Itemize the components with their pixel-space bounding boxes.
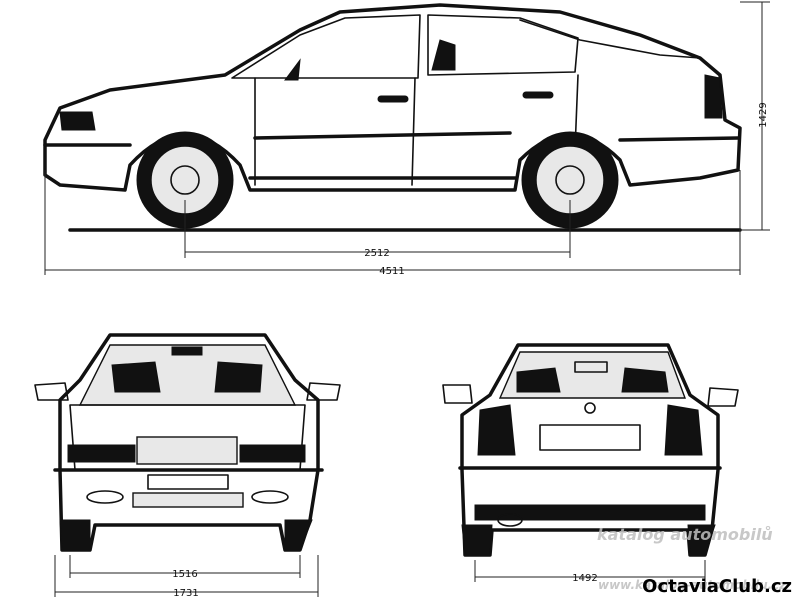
side-view	[43, 3, 742, 232]
front-view	[34, 333, 341, 552]
katalog-watermark: katalog automobilů	[597, 525, 773, 544]
front-track-label: 1516	[172, 569, 197, 580]
front-dimensions: 1516 1731	[54, 555, 319, 599]
height-label: 1429	[758, 102, 769, 127]
rear-view	[442, 343, 739, 557]
url-watermark: www.katalog-automobilu.cz	[598, 578, 787, 592]
front-wheel	[136, 131, 234, 229]
rear-wheel	[521, 131, 619, 229]
rear-dimensions: 1492	[474, 560, 706, 584]
wheelbase-label: 2512	[364, 248, 389, 259]
width-label: 1731	[173, 588, 198, 599]
rear-track-label: 1492	[572, 573, 597, 584]
length-label: 4511	[379, 266, 404, 277]
octaviaclub-logo: OctaviaClub.cz	[642, 576, 792, 597]
side-dimensions: 2512 4511 1429	[44, 1, 770, 277]
